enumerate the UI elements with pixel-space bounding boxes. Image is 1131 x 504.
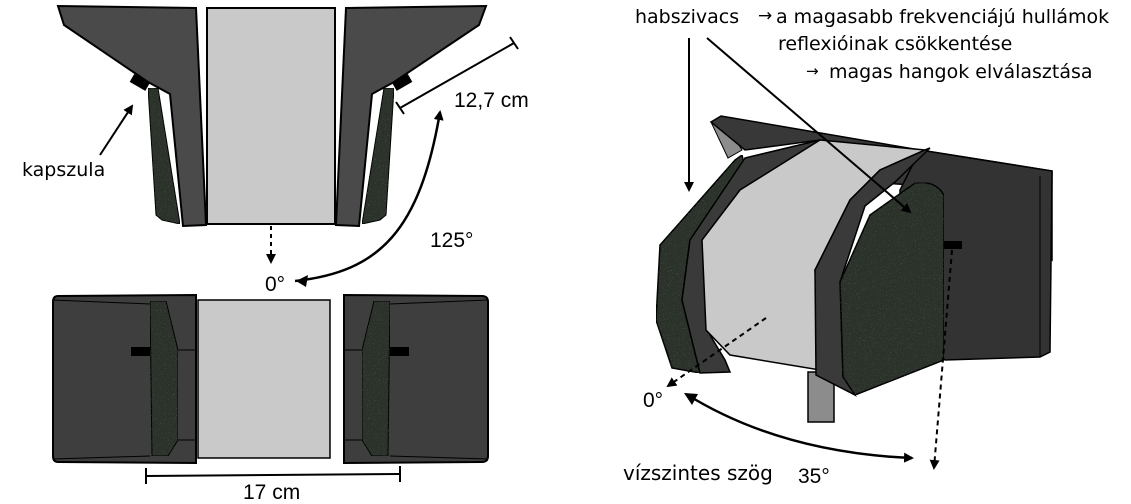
capsule-bottom-left	[131, 347, 150, 356]
foam-right	[361, 87, 395, 225]
width-dimension-label: 17 cm	[243, 481, 301, 504]
dimension-line-length	[399, 42, 515, 109]
arrow-glyph-2: →	[806, 62, 819, 80]
arrow-glyph-1: →	[758, 6, 773, 26]
effect-high-frequency-separation: magas hangok elválasztása	[829, 61, 1093, 83]
inner-core-bottom	[197, 299, 331, 459]
perspective-view	[655, 37, 1053, 470]
capsule-axis-dotted	[929, 249, 953, 470]
capsule-perspective	[944, 241, 962, 249]
angle-125-label: 125°	[430, 229, 474, 252]
capsule-bottom-right	[390, 347, 409, 356]
zero-axis-dotted-perspective	[666, 317, 767, 388]
zero-degree-label-top: 0°	[265, 273, 286, 296]
top-view	[56, 4, 519, 287]
bottom-view	[52, 293, 489, 484]
foam-left	[147, 87, 181, 225]
capsule-left	[129, 74, 150, 91]
horizontal-angle-label: vízszintes szög	[623, 461, 773, 485]
angle-35-arc	[685, 392, 914, 463]
inner-core-top	[206, 7, 336, 225]
capsule-label: kapszula	[22, 159, 106, 181]
effect-reflection-line1: a magasabb frekvenciájú hullámok	[776, 6, 1110, 28]
effect-reflection-line2: reflexióinak csökkentése	[778, 33, 1013, 55]
angle-125-arc	[294, 110, 444, 283]
horizontal-angle-value: 35°	[798, 465, 830, 488]
foam-perspective-right	[839, 181, 945, 396]
length-dimension-label: 12,7 cm	[454, 89, 529, 112]
capsule-pointer-arrow	[99, 104, 134, 156]
foam-label: habszivacs	[635, 6, 740, 28]
housing-right-wing	[334, 4, 488, 228]
dimension-line-width	[145, 473, 401, 477]
zero-degree-label-perspective: 0°	[643, 389, 664, 412]
foam-pointer-arrow-diagonal	[706, 37, 912, 214]
housing-left-wing	[56, 4, 208, 228]
capsule-right	[392, 74, 413, 91]
